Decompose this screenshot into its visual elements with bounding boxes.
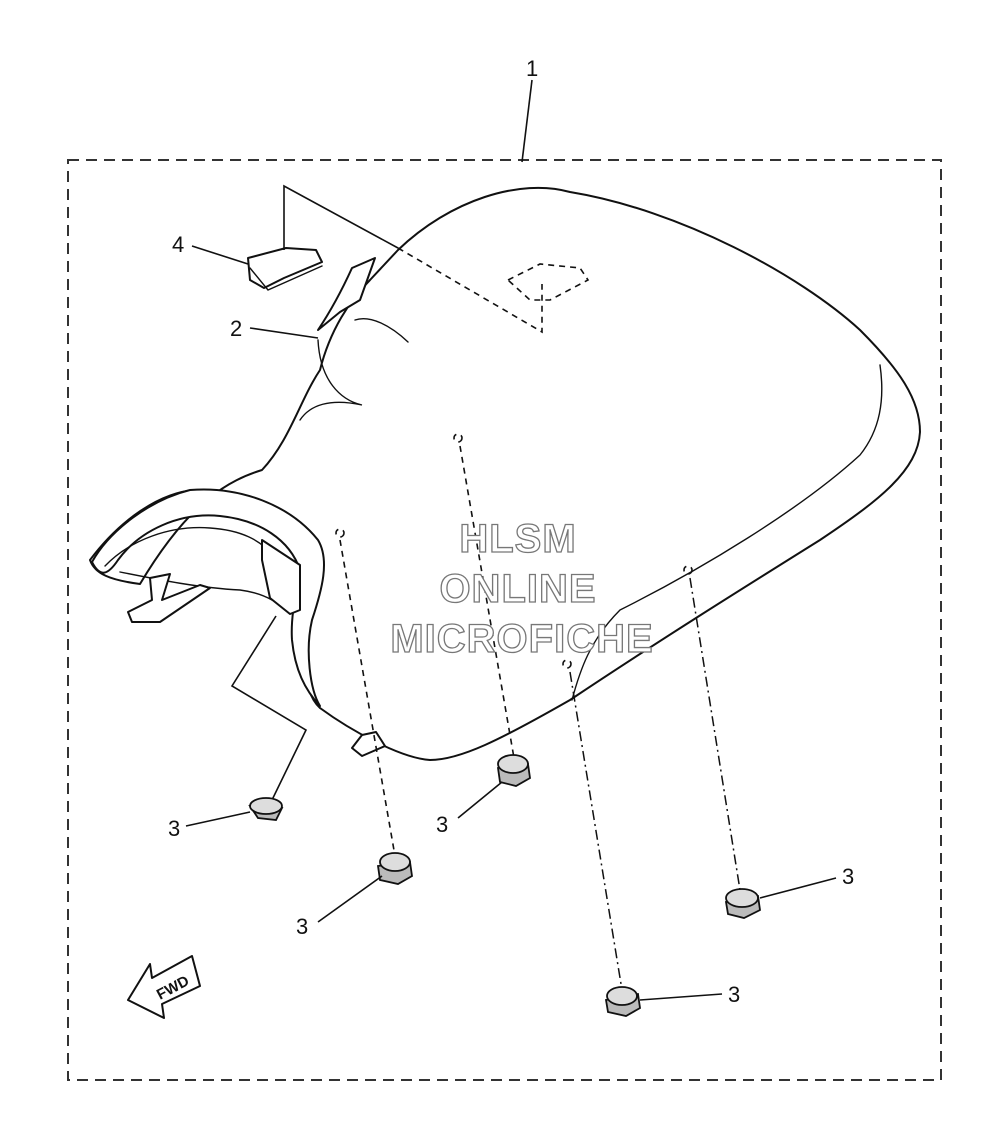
damper-grommet-center [496, 754, 531, 787]
leader-3-center [457, 781, 503, 819]
callout-3-center: 3 [436, 812, 448, 837]
damper-grommet-bottom [604, 986, 641, 1017]
leader-3-right [759, 877, 837, 899]
leader-1 [521, 79, 533, 163]
mount-hole-4 [683, 565, 693, 575]
leader-3-bottom [639, 993, 723, 1001]
callout-3-left: 3 [168, 816, 180, 841]
callout-1: 1 [526, 56, 538, 81]
axis-line-4 [689, 577, 741, 891]
leader-4 [191, 245, 249, 265]
seat-cover-fold [299, 339, 363, 421]
callout-4: 4 [172, 232, 184, 257]
leader-3-left [230, 615, 308, 801]
leader-3-left-tail [185, 811, 251, 827]
axis-line-2 [459, 445, 515, 759]
damper-grommet-center-left [376, 852, 413, 885]
callout-3-bottom: 3 [728, 982, 740, 1007]
watermark-line-2: ONLINE [439, 567, 596, 611]
mount-hole-3 [562, 659, 572, 669]
assembly-frame [67, 159, 942, 1081]
forward-arrow-icon: FWD [127, 955, 201, 1019]
seat-cover-tip [317, 257, 376, 331]
mount-hole-2 [453, 433, 463, 443]
seat-base [91, 488, 325, 707]
seat-side-edge [571, 364, 883, 701]
damper-pad-edge [249, 265, 323, 291]
pad-reference-dash [397, 247, 543, 334]
leader-2 [249, 327, 319, 339]
seat-outline [89, 186, 921, 761]
leader-3-center-left [317, 875, 383, 923]
axis-line-1 [339, 539, 396, 857]
axis-line-3 [569, 671, 623, 991]
watermark-line-1: HLSM [459, 517, 576, 561]
pad-mount-outline [506, 263, 590, 301]
callout-3-center-left: 3 [296, 914, 308, 939]
seat-front-hook [127, 573, 211, 623]
watermark: HLSM ONLINE MICROFICHE [390, 516, 654, 661]
pad-reference-line [283, 184, 399, 250]
seat-assembly [89, 186, 921, 761]
seat-base-rib [261, 539, 301, 615]
mount-hole-1 [335, 528, 345, 538]
watermark-line-3: MICROFICHE [390, 617, 653, 661]
seat-base-inner [104, 526, 273, 567]
callout-2: 2 [230, 316, 242, 341]
seat-rear-tab [351, 731, 386, 757]
callout-3-right: 3 [842, 864, 854, 889]
seat-cover-seam [354, 318, 409, 343]
damper-grommet-left [248, 797, 284, 821]
damper-grommet-right [724, 888, 761, 919]
damper-pad [247, 247, 323, 289]
